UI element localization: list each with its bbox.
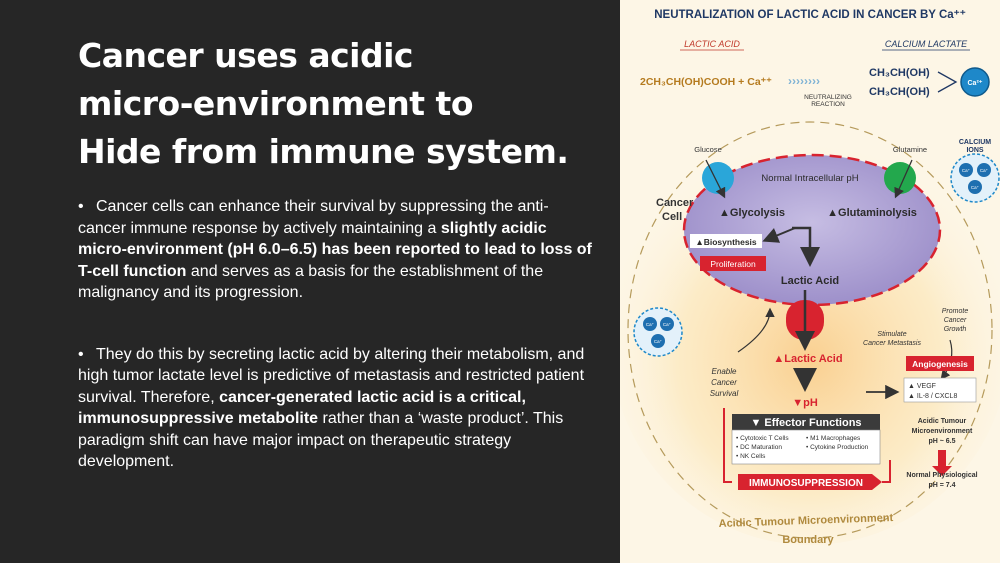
acidic-tme-1: Acidic Tumour (918, 418, 967, 425)
il8-label: ▲ IL-8 / CXCL8 (908, 393, 957, 400)
tme-boundary (627, 121, 993, 539)
product-line-2: CH₃CH(OH) (869, 86, 930, 98)
biosynthesis-label: ▲Biosynthesis (695, 237, 757, 247)
promote-growth-2: Cancer (944, 317, 967, 324)
effector-item: • Cytokine Production (806, 444, 869, 451)
bullet-2-text-c: rather than a ‘waste product’. This para… (78, 410, 564, 470)
angiogenesis-factors-box (903, 377, 977, 403)
reaction-arrows: ›››››››› (788, 74, 820, 88)
effector-list-box (731, 429, 881, 465)
ca-ion: Ca⁺ (663, 322, 672, 327)
vegf-label: ▲ VEGF (908, 383, 936, 390)
effector-item: • NK Cells (736, 453, 766, 460)
enable-survival-3: Survival (710, 389, 739, 398)
glucose-label: Glucose (694, 145, 722, 154)
ca-ion: Ca⁺ (654, 339, 663, 344)
lactic-acid-outer: ▲Lactic Acid (773, 353, 842, 365)
glutamine-transporter (884, 162, 916, 194)
slide-title: Cancer uses acidic micro-environment to … (78, 32, 608, 176)
ph-gradient-arrow (932, 450, 952, 476)
angiogenesis-label: Angiogenesis (912, 359, 968, 369)
ca-ion: Ca⁺ (971, 185, 980, 190)
biosynthesis-box (690, 234, 762, 248)
calcium-ion-symbol: Ca²⁺ (968, 80, 983, 87)
promote-growth-1: Promote (942, 308, 969, 315)
lactic-acid-label: LACTIC ACID (684, 39, 740, 49)
normal-ph-label: Normal Intracellular pH (761, 173, 858, 184)
bullet-item-2: •They do this by secreting lactic acid b… (78, 344, 593, 473)
acidic-tme-2: Microenvironment (912, 428, 973, 435)
neutralizing-label: NEUTRALIZING (804, 94, 852, 101)
acidic-tme-3: pH ~ 6.5 (928, 438, 955, 445)
calcium-ions-label-1: CALCIUM (959, 139, 991, 146)
effector-item: • DC Maturation (736, 444, 782, 451)
bullet-1-text-c: and serves as a basis for the establishm… (78, 262, 544, 302)
proliferation-box (700, 256, 766, 271)
promote-growth-3: Growth (944, 326, 967, 333)
effector-item: • M1 Macrophages (806, 435, 861, 442)
effector-item: • Cytotoxic T Cells (736, 435, 789, 442)
calcium-lactate-label: CALCIUM LACTATE (885, 39, 968, 49)
glycolysis-label: ▲Glycolysis (719, 207, 785, 219)
title-line-2: micro-environment to (78, 84, 474, 123)
boundary-label-2: Boundary (782, 534, 834, 546)
bullet-item-1: •Cancer cells can enhance their survival… (78, 196, 593, 304)
lactic-acid-inner: Lactic Acid (781, 275, 839, 287)
effector-title: ▼ Effector Functions (750, 417, 861, 429)
calcium-ions-label-2: IONS (966, 147, 983, 154)
ca-ion: Ca⁺ (646, 322, 655, 327)
product-line-1: CH₃CH(OH) (869, 67, 930, 79)
ca-ion: Ca⁺ (962, 168, 971, 173)
text-panel: Cancer uses acidic micro-environment to … (78, 32, 608, 497)
glutaminolysis-label: ▲Glutaminolysis (827, 207, 917, 219)
cancer-cell-label-2: Cell (662, 211, 682, 223)
figure-heading: NEUTRALIZATION OF LACTIC ACID IN CANCER … (654, 9, 966, 21)
bullet-list: •Cancer cells can enhance their survival… (78, 196, 593, 497)
ca-ion: Ca⁺ (980, 168, 989, 173)
effector-header-box (732, 414, 880, 430)
calcium-cluster-left (633, 307, 683, 357)
enable-survival-2: Cancer (711, 378, 737, 387)
proliferation-label: Proliferation (710, 259, 756, 269)
figure-panel: NEUTRALIZATION OF LACTIC ACID IN CANCER … (620, 0, 1000, 563)
reaction-label: REACTION (811, 101, 845, 108)
calcium-cluster-right (950, 153, 1000, 203)
bullet-dot: • (78, 198, 84, 215)
cancer-cell-label-1: Cancer (656, 197, 694, 209)
angiogenesis-box (906, 356, 974, 371)
stimulate-1: Stimulate (877, 331, 906, 338)
immunosuppression-label: IMMUNOSUPPRESSION (749, 478, 863, 489)
ph-down-label: ▼pH (792, 397, 818, 409)
stimulate-2: Cancer Metastasis (863, 340, 921, 347)
calcium-ion-badge (960, 67, 990, 97)
glucose-transporter (702, 162, 734, 194)
bullet-dot: • (78, 345, 84, 363)
lactic-acid-diagram: NEUTRALIZATION OF LACTIC ACID IN CANCER … (620, 9, 1000, 546)
bullet-2-text-a: They do this by secreting lactic acid by… (78, 345, 585, 406)
glutamine-label: Glutamine (893, 145, 927, 154)
immunosuppression-arrow (738, 474, 882, 490)
normal-phys-1: Normal Physiological (906, 472, 977, 479)
bullet-1-text-a: Cancer cells can enhance their survival … (78, 198, 549, 237)
title-line-3: Hide from immune system. (78, 132, 569, 171)
bullet-2-emphasis: cancer-generated lactic acid is a critic… (78, 388, 526, 428)
enable-survival-1: Enable (712, 367, 737, 376)
equation-reactants: 2CH₃CH(OH)COOH + Ca⁺⁺ (640, 76, 772, 88)
bullet-1-emphasis: slightly acidic micro-environment (pH 6.… (78, 219, 592, 280)
normal-phys-2: pH = 7.4 (928, 482, 955, 489)
title-line-1: Cancer uses acidic (78, 36, 413, 75)
